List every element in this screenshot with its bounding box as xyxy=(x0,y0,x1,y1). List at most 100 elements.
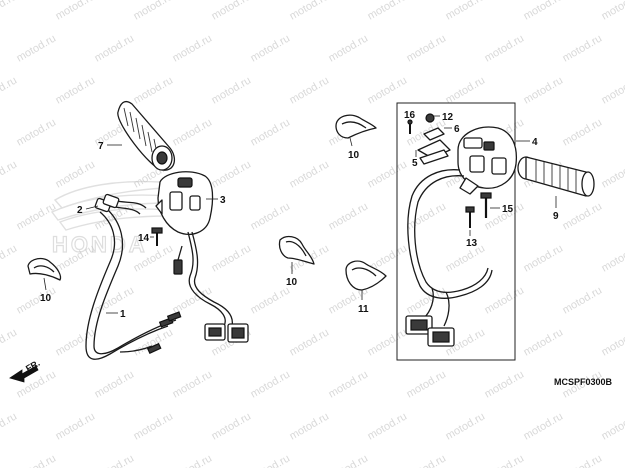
watermark-text: motod.ru xyxy=(600,0,625,23)
watermark-text: motod.ru xyxy=(0,74,19,106)
callout-label: 10 xyxy=(286,277,298,288)
watermark-text: motod.ru xyxy=(522,0,566,23)
connector-right-2 xyxy=(428,328,454,346)
watermark-text: motod.ru xyxy=(444,0,488,23)
wire-band-upper xyxy=(336,115,376,138)
callout-label: 4 xyxy=(532,137,538,148)
callout-label: 11 xyxy=(358,304,369,315)
callout-label: 12 xyxy=(442,112,454,123)
watermark-text: motod.ru xyxy=(15,452,59,468)
watermark-text: motod.ru xyxy=(561,284,605,316)
watermark-text: motod.ru xyxy=(249,200,293,232)
watermark-text: motod.ru xyxy=(327,200,371,232)
callout-label: 2 xyxy=(77,205,83,216)
callout-label: 6 xyxy=(454,124,460,135)
watermark-text: motod.ru xyxy=(483,368,527,400)
switch-housing-right xyxy=(458,127,516,194)
watermark-text: motod.ru xyxy=(288,410,332,442)
watermark-text: motod.ru xyxy=(171,32,215,64)
diagram-code: MCSPF0300B xyxy=(554,377,613,387)
watermark-text: motod.ru xyxy=(405,200,449,232)
watermark-text: motod.ru xyxy=(288,158,332,190)
watermark-text: motod.ru xyxy=(561,200,605,232)
watermark-text: motod.ru xyxy=(444,74,488,106)
callout-label: 9 xyxy=(553,211,559,222)
watermark-text: motod.ru xyxy=(405,368,449,400)
watermark-text: motod.ru xyxy=(210,0,254,23)
wire-band-center xyxy=(279,237,314,264)
watermark-text: motod.ru xyxy=(93,32,137,64)
watermark-text: motod.ru xyxy=(15,32,59,64)
watermark-text: motod.ru xyxy=(15,200,59,232)
watermark-text: motod.ru xyxy=(249,368,293,400)
watermark-text: motod.ru xyxy=(366,410,410,442)
callout-label: 5 xyxy=(412,158,418,169)
watermark-text: motod.ru xyxy=(483,452,527,468)
watermark-text: motod.ru xyxy=(366,158,410,190)
watermark-text: motod.ru xyxy=(249,284,293,316)
connector-left-2 xyxy=(228,324,248,342)
watermark-text: motod.ru xyxy=(405,32,449,64)
watermark-text: motod.ru xyxy=(132,74,176,106)
watermark-text: motod.ru xyxy=(54,74,98,106)
watermark-text: motod.ru xyxy=(171,452,215,468)
watermark-text: motod.ru xyxy=(444,410,488,442)
watermark-text: motod.ru xyxy=(210,242,254,274)
watermark-text: motod.ru xyxy=(561,32,605,64)
callout-label: 1 xyxy=(120,309,126,320)
watermark-text: motod.ru xyxy=(249,116,293,148)
watermark-text: motod.ru xyxy=(249,32,293,64)
watermark-text: motod.ru xyxy=(54,158,98,190)
watermark-text: motod.ru xyxy=(561,452,605,468)
watermark-text: motod.ru xyxy=(249,452,293,468)
watermark-text: motod.ru xyxy=(210,410,254,442)
watermark-text: motod.ru xyxy=(132,0,176,23)
brand-text: HONDA xyxy=(52,232,148,257)
watermark-text: motod.ru xyxy=(0,410,19,442)
watermark-text: motod.ru xyxy=(561,116,605,148)
watermark-text: motod.ru xyxy=(327,452,371,468)
watermark-text: motod.ru xyxy=(171,368,215,400)
watermark-text: motod.ru xyxy=(0,242,19,274)
watermark-text: motod.ru xyxy=(483,284,527,316)
switch-housing-left xyxy=(156,172,213,235)
watermark-text: motod.ru xyxy=(366,0,410,23)
screw-16 xyxy=(408,120,412,134)
watermark-text: motod.ru xyxy=(522,242,566,274)
watermark-text: motod.ru xyxy=(132,410,176,442)
wiring-harness-right xyxy=(406,170,492,346)
watermark-text: motod.ru xyxy=(483,32,527,64)
watermark-text: motod.ru xyxy=(54,410,98,442)
watermark-text: motod.ru xyxy=(15,116,59,148)
callout-label: 16 xyxy=(404,110,416,121)
watermark-text: motod.ru xyxy=(210,158,254,190)
watermark-text: motod.ru xyxy=(327,368,371,400)
connector-left-1 xyxy=(205,324,225,340)
watermark-text: motod.ru xyxy=(288,326,332,358)
watermark-text: motod.ru xyxy=(54,0,98,23)
watermark-text: motod.ru xyxy=(0,158,19,190)
nut-12 xyxy=(426,114,434,122)
direction-label: FR. xyxy=(24,358,42,374)
watermark-text: motod.ru xyxy=(366,74,410,106)
callout-label: 14 xyxy=(138,233,150,244)
watermark-text: motod.ru xyxy=(327,32,371,64)
screw-13 xyxy=(466,207,474,228)
watermark-text: motod.ru xyxy=(0,326,19,358)
callout-label: 7 xyxy=(98,141,104,152)
watermark-text: motod.ru xyxy=(600,74,625,106)
watermark-text: motod.ru xyxy=(210,74,254,106)
bolt-15 xyxy=(481,193,491,218)
watermark-text: motod.ru xyxy=(522,410,566,442)
watermark-text: motod.ru xyxy=(171,116,215,148)
watermark-text: motod.ru xyxy=(522,74,566,106)
watermark-text: motod.ru xyxy=(522,326,566,358)
watermark-text: motod.ru xyxy=(93,452,137,468)
watermark-text: motod.ru xyxy=(366,326,410,358)
watermark-text: motod.ru xyxy=(0,0,19,23)
watermark-text: motod.ru xyxy=(405,452,449,468)
watermark-text: motod.ru xyxy=(600,326,625,358)
callout-label: 10 xyxy=(40,293,52,304)
watermark-text: motod.ru xyxy=(54,326,98,358)
watermark-text: motod.ru xyxy=(600,242,625,274)
